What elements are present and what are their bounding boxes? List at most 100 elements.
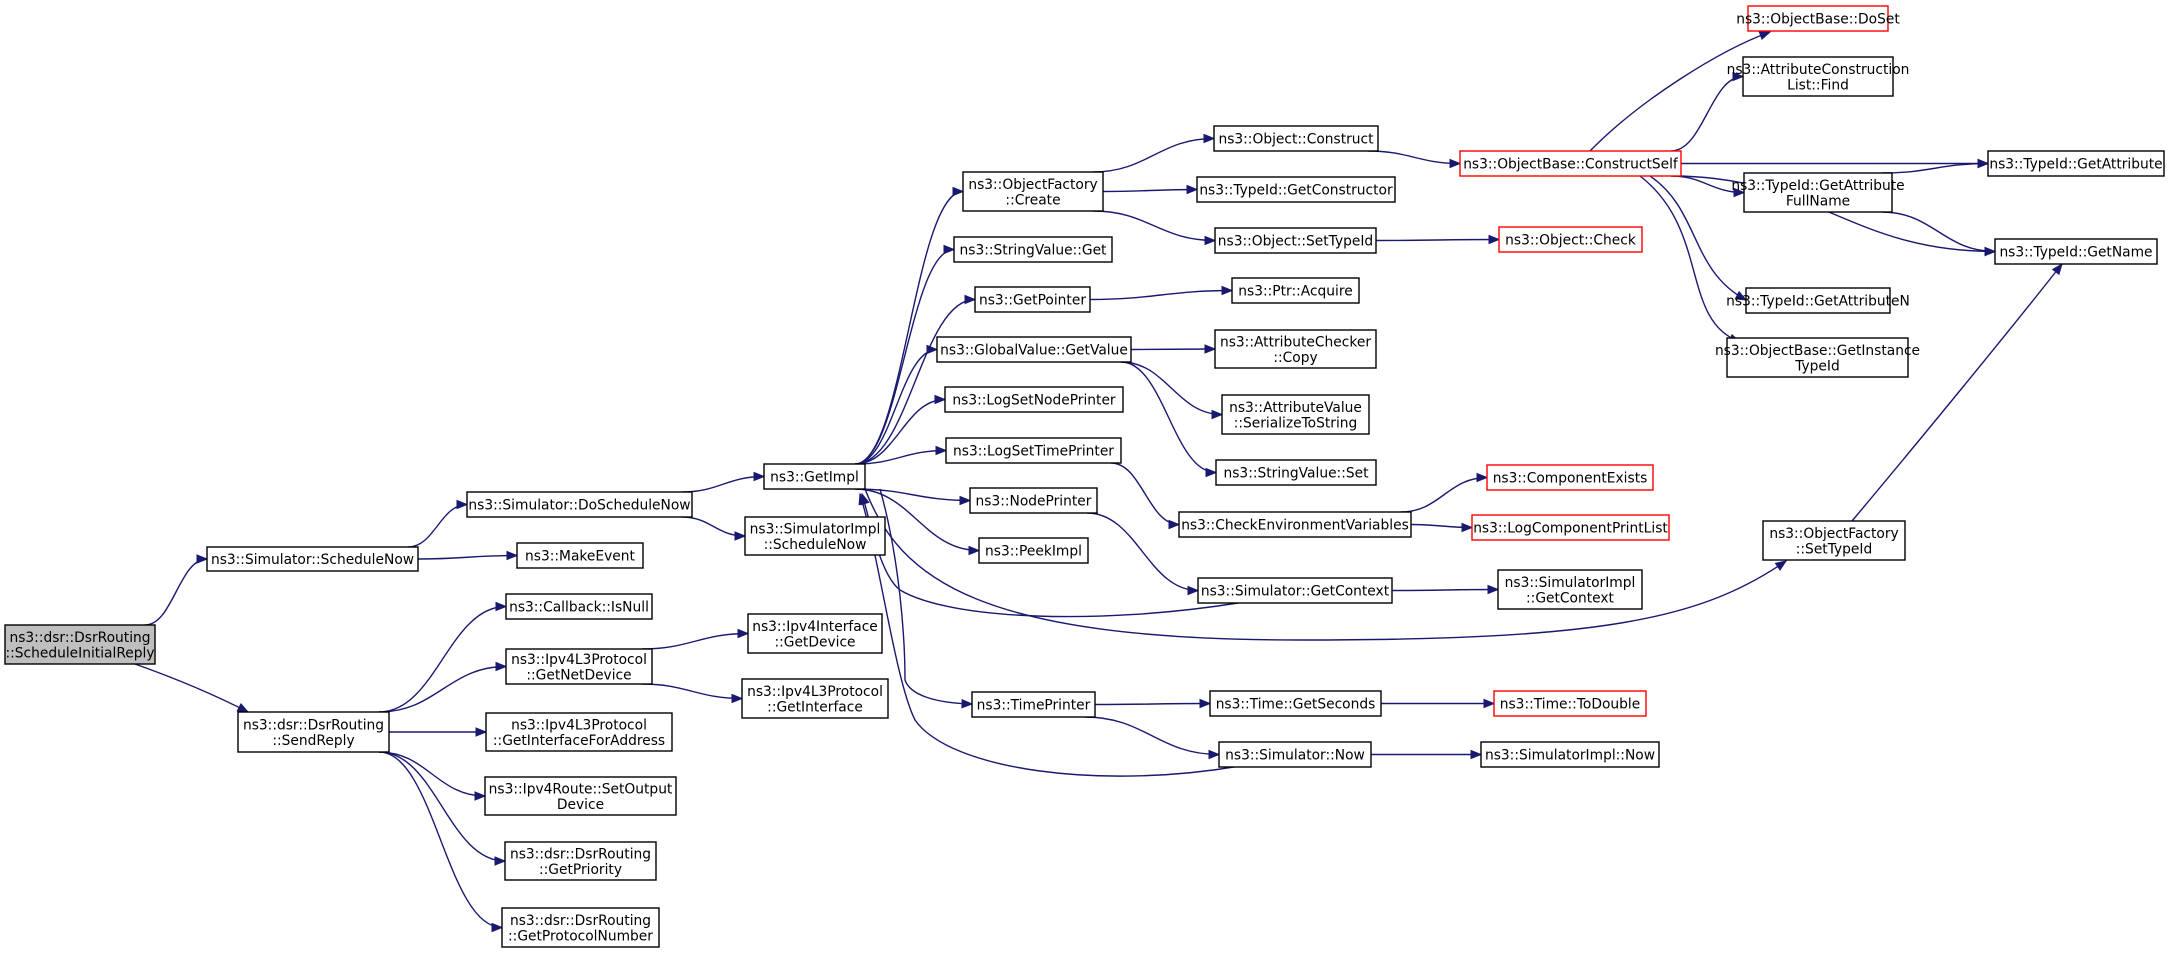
node-n36[interactable]: ns3::Object::Check bbox=[1498, 226, 1643, 253]
node-box bbox=[1745, 287, 1891, 314]
node-n17[interactable]: ns3::GetPointer bbox=[974, 286, 1091, 313]
node-n19[interactable]: ns3::LogSetNodePrinter bbox=[944, 386, 1124, 413]
node-n22[interactable]: ns3::PeekImpl bbox=[978, 537, 1089, 564]
node-n42[interactable]: ns3::ObjectBase::DoSet bbox=[1736, 5, 1900, 32]
node-n26[interactable]: ns3::Object::SetTypeId bbox=[1214, 227, 1377, 254]
node-label: ns3::GlobalValue::GetValue bbox=[940, 343, 1128, 359]
edge-n35-to-n46 bbox=[1639, 175, 1742, 343]
node-n41[interactable]: ns3::SimulatorImpl::Now bbox=[1480, 741, 1660, 768]
node-n27[interactable]: ns3::Ptr::Acquire bbox=[1231, 277, 1360, 304]
edge-n35-to-n45 bbox=[1649, 175, 1748, 301]
edge-n26-to-n36 bbox=[1375, 234, 1501, 245]
node-n15[interactable]: ns3::ObjectFactory::Create bbox=[962, 171, 1104, 212]
node-n23[interactable]: ns3::TimePrinter bbox=[971, 691, 1096, 718]
node-n16[interactable]: ns3::StringValue::Get bbox=[953, 236, 1113, 263]
node-box bbox=[936, 336, 1132, 363]
edge-line bbox=[641, 683, 743, 700]
node-n4[interactable]: ns3::MakeEvent bbox=[516, 542, 644, 569]
node-box bbox=[1197, 577, 1393, 604]
node-n3[interactable]: ns3::Simulator::DoScheduleNow bbox=[466, 491, 693, 518]
node-n1[interactable]: ns3::Simulator::ScheduleNow bbox=[206, 546, 419, 572]
node-n24[interactable]: ns3::Object::Construct bbox=[1213, 125, 1379, 152]
node-box bbox=[1471, 514, 1670, 541]
arrowhead-icon bbox=[1211, 409, 1224, 420]
node-n25[interactable]: ns3::TypeId::GetConstructor bbox=[1196, 176, 1396, 203]
node-box bbox=[1178, 511, 1412, 538]
node-n49[interactable]: ns3::TypeId::GetName bbox=[1994, 238, 2158, 265]
arrowhead-icon bbox=[964, 294, 977, 305]
edge-line bbox=[378, 665, 507, 713]
node-box bbox=[1742, 56, 1894, 97]
node-n12[interactable]: ns3::SimulatorImpl::ScheduleNow bbox=[744, 516, 886, 556]
edge-line bbox=[1092, 210, 1216, 242]
edge-n15-to-n26 bbox=[1092, 210, 1217, 246]
node-n2[interactable]: ns3::dsr::DsrRouting::SendReply bbox=[237, 711, 390, 753]
node-n30[interactable]: ns3::StringValue::Set bbox=[1215, 459, 1377, 486]
arrowhead-icon bbox=[1734, 290, 1748, 301]
node-n38[interactable]: ns3::LogComponentPrintList bbox=[1471, 514, 1670, 541]
node-label: ns3::AttributeConstruction bbox=[1727, 62, 1910, 78]
node-n45[interactable]: ns3::TypeId::GetAttributeN bbox=[1726, 287, 1910, 314]
node-n40[interactable]: ns3::Time::ToDouble bbox=[1493, 690, 1647, 717]
node-box bbox=[1218, 741, 1372, 768]
arrowhead-icon bbox=[1758, 31, 1772, 41]
node-n13[interactable]: ns3::Ipv4Interface::GetDevice bbox=[747, 613, 883, 654]
edge-n3-to-n11 bbox=[681, 471, 766, 493]
edge-line bbox=[854, 449, 947, 465]
node-n10[interactable]: ns3::dsr::DsrRouting::GetProtocolNumber bbox=[501, 907, 660, 948]
node-box bbox=[1213, 125, 1379, 152]
node-label: ::Create bbox=[1005, 192, 1060, 208]
node-box bbox=[971, 691, 1096, 718]
node-box bbox=[1493, 690, 1647, 717]
node-n39[interactable]: ns3::SimulatorImpl::GetContext bbox=[1497, 569, 1643, 610]
arrowhead-icon bbox=[236, 702, 250, 713]
node-n11[interactable]: ns3::GetImpl bbox=[763, 463, 866, 490]
arrowhead-icon bbox=[495, 661, 508, 672]
node-label: ns3::Ipv4L3Protocol bbox=[747, 684, 883, 700]
node-n6[interactable]: ns3::Ipv4L3Protocol::GetNetDevice bbox=[505, 648, 653, 685]
node-n34[interactable]: ns3::Simulator::Now bbox=[1218, 741, 1372, 768]
node-n21[interactable]: ns3::NodePrinter bbox=[969, 487, 1098, 514]
node-n5[interactable]: ns3::Callback::IsNull bbox=[505, 593, 653, 620]
node-box bbox=[505, 648, 653, 685]
node-n14[interactable]: ns3::Ipv4L3Protocol::GetInterface bbox=[741, 678, 889, 719]
edge-n18-to-n30 bbox=[1120, 361, 1218, 478]
node-label: ns3::SimulatorImpl::Now bbox=[1485, 748, 1655, 764]
node-n48[interactable]: ns3::TypeId::GetAttribute bbox=[1987, 150, 2165, 177]
node-label: ns3::SimulatorImpl bbox=[1505, 575, 1636, 591]
edge-line bbox=[1589, 31, 1771, 152]
edge-n11-to-n16 bbox=[854, 244, 956, 465]
node-n7[interactable]: ns3::Ipv4L3Protocol::GetInterfaceForAddr… bbox=[485, 712, 673, 752]
node-label: ns3::CheckEnvironmentVariables bbox=[1181, 518, 1409, 534]
edge-line bbox=[378, 751, 503, 929]
node-label: ::GetInterfaceForAddress bbox=[493, 733, 665, 749]
node-label: Device bbox=[557, 797, 604, 813]
node-n9[interactable]: ns3::dsr::DsrRouting::GetPriority bbox=[504, 841, 657, 881]
edge-n11-to-n18 bbox=[854, 344, 939, 465]
arrowhead-icon bbox=[506, 550, 519, 561]
node-n28[interactable]: ns3::AttributeChecker::Copy bbox=[1214, 329, 1377, 369]
node-n37[interactable]: ns3::ComponentExists bbox=[1486, 464, 1654, 491]
edge-line bbox=[1084, 716, 1220, 756]
edge-line bbox=[879, 488, 973, 705]
node-n18[interactable]: ns3::GlobalValue::GetValue bbox=[936, 336, 1132, 363]
node-n31[interactable]: ns3::CheckEnvironmentVariables bbox=[1178, 511, 1412, 538]
node-n29[interactable]: ns3::AttributeValue::SerializeToString bbox=[1221, 394, 1370, 435]
edge-n0-to-n2 bbox=[134, 663, 250, 713]
node-n33[interactable]: ns3::Time::GetSeconds bbox=[1209, 690, 1382, 717]
arrowhead-icon bbox=[858, 492, 868, 506]
node-n35[interactable]: ns3::ObjectBase::ConstructSelf bbox=[1459, 150, 1682, 177]
node-label: ns3::PeekImpl bbox=[985, 544, 1082, 560]
arrowhead-icon bbox=[196, 554, 209, 564]
node-n47[interactable]: ns3::ObjectFactory::SetTypeId bbox=[1762, 520, 1906, 561]
edge-line bbox=[1391, 588, 1499, 592]
node-n20[interactable]: ns3::LogSetTimePrinter bbox=[945, 437, 1122, 464]
arrowhead-icon bbox=[1483, 698, 1496, 709]
arrowhead-icon bbox=[1168, 519, 1181, 530]
edge-n2-to-n6 bbox=[378, 661, 508, 713]
node-n32[interactable]: ns3::Simulator::GetContext bbox=[1197, 577, 1393, 604]
